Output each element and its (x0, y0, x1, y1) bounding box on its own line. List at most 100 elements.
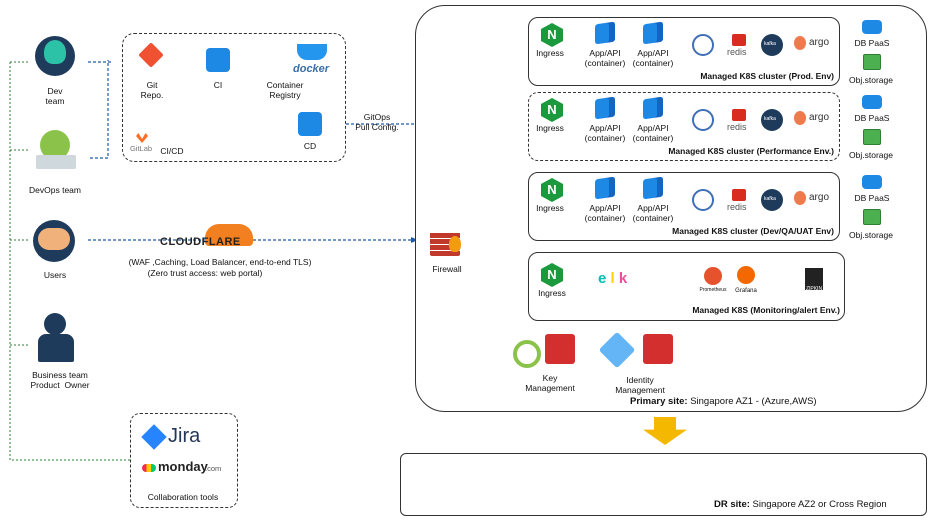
dr-site-region (400, 453, 927, 516)
redis-logo: redis (727, 47, 747, 57)
container-icon (595, 21, 615, 45)
argo-logo: argo (809, 192, 830, 203)
key-management-label: Key Management (525, 373, 575, 393)
dr-site-text: Singapore AZ2 or Cross Region (749, 499, 887, 510)
ingress-label: Ingress (538, 288, 566, 298)
zipkin-label: ZIPKIN (805, 286, 823, 292)
cloudflare-features: (WAF ,Caching, Load Balancer, end-to-end… (128, 257, 312, 267)
container-icon (595, 176, 615, 200)
docker-whale-icon (297, 44, 327, 60)
object-storage-label: Obj.storage (849, 75, 893, 85)
kubernetes-icon (692, 34, 714, 56)
grafana-label: Grafana (735, 288, 757, 294)
container-registry-label: Container Registry (266, 80, 304, 100)
kafka-icon (761, 189, 783, 211)
kafka-icon (761, 34, 783, 56)
app-api-label: App/API (container) (584, 203, 626, 223)
db-paas-icon (862, 95, 882, 109)
firewall-label: Firewall (432, 264, 462, 274)
gitlab-label: GitLab (129, 144, 153, 153)
app-api-label: App/API (container) (584, 48, 626, 68)
key-vault-icon (513, 340, 541, 368)
identity-certificate-icon (643, 334, 673, 364)
devops-team-label: DevOps team (29, 185, 81, 195)
collaboration-caption: Collaboration tools (147, 492, 219, 502)
cluster-title: Managed K8S cluster (Prod. Env) (700, 71, 834, 81)
kafka-logo: kafka (764, 116, 776, 122)
argo-logo: argo (809, 112, 830, 123)
container-icon (643, 21, 663, 45)
k8s-cluster-2 (528, 172, 840, 241)
kafka-logo: kafka (764, 41, 776, 47)
argo-icon (794, 111, 806, 125)
ci-label: CI (213, 80, 223, 90)
app-api-label: App/API (container) (632, 123, 674, 143)
suit-icon (38, 334, 74, 362)
dev-hood-icon (44, 40, 66, 64)
app-api-label: App/API (container) (632, 48, 674, 68)
ingress-icon: N (541, 263, 563, 287)
k8s-cluster-1 (528, 92, 840, 161)
primary-site-text: Singapore AZ1 - (Azure,AWS) (687, 396, 817, 407)
cluster-title: Managed K8S cluster (Dev/QA/UAT Env) (672, 226, 834, 236)
dr-site-bold: DR site: (714, 499, 750, 510)
redis-icon (732, 189, 746, 201)
app-api-label: App/API (container) (584, 123, 626, 143)
jira-logo: Jira (168, 425, 201, 447)
monday-suffix: .com (205, 464, 222, 473)
kafka-logo: kafka (764, 196, 776, 202)
flame-icon (449, 236, 461, 252)
key-certificate-icon (545, 334, 575, 364)
ingress-label: Ingress (536, 123, 564, 133)
db-paas-label: DB PaaS (854, 113, 890, 123)
business-person-icon (44, 313, 66, 335)
identity-management-label: Identity Management (615, 375, 665, 395)
business-team-label: Business team Product Owner (30, 370, 90, 390)
monitoring-cluster-title: Managed K8S (Monitoring/alert Env.) (692, 305, 840, 315)
db-paas-icon (862, 175, 882, 189)
gitops-label: GitOps Pull Config. (355, 112, 399, 132)
monday-icon (142, 464, 156, 472)
ci-pipeline-icon (206, 48, 230, 72)
ingress-icon: N (541, 178, 563, 202)
elk-logo: e l k (598, 270, 628, 287)
container-icon (643, 176, 663, 200)
argo-icon (794, 36, 806, 50)
cd-pipeline-icon (298, 112, 322, 136)
redis-logo: redis (727, 202, 747, 212)
docker-logo: docker (293, 63, 330, 75)
dr-site-caption: DR site: Singapore AZ2 or Cross Region (714, 499, 887, 510)
cloudflare-logo: CLOUDFLARE (160, 236, 241, 248)
argo-logo: argo (809, 37, 830, 48)
primary-site-bold: Primary site: (630, 396, 688, 407)
kubernetes-icon (692, 109, 714, 131)
prometheus-icon (704, 267, 722, 285)
ingress-icon: N (541, 98, 563, 122)
cloudflare-cloud-icon (205, 224, 253, 246)
monitoring-cluster (528, 252, 845, 321)
redis-icon (732, 109, 746, 121)
redis-logo: redis (727, 122, 747, 132)
object-storage-icon (863, 209, 881, 225)
users-label: Users (43, 270, 67, 280)
k8s-cluster-0 (528, 17, 840, 86)
prometheus-label: Prometheus (699, 287, 727, 293)
cloudflare-zero-trust: (Zero trust access: web portal) (147, 268, 263, 278)
object-storage-icon (863, 54, 881, 70)
ingress-label: Ingress (536, 48, 564, 58)
object-storage-icon (863, 129, 881, 145)
container-icon (595, 96, 615, 120)
zipkin-icon (805, 268, 823, 290)
cluster-title: Managed K8S cluster (Performance Env.) (668, 146, 834, 156)
container-icon (643, 96, 663, 120)
object-storage-label: Obj.storage (849, 230, 893, 240)
db-paas-label: DB PaaS (854, 193, 890, 203)
ingress-icon: N (541, 23, 563, 47)
cd-label: CD (303, 141, 317, 151)
db-paas-icon (862, 20, 882, 34)
primary-site-caption: Primary site: Singapore AZ1 - (Azure,AWS… (630, 396, 817, 407)
grafana-icon (737, 266, 755, 284)
object-storage-label: Obj.storage (849, 150, 893, 160)
ingress-label: Ingress (536, 203, 564, 213)
redis-icon (732, 34, 746, 46)
